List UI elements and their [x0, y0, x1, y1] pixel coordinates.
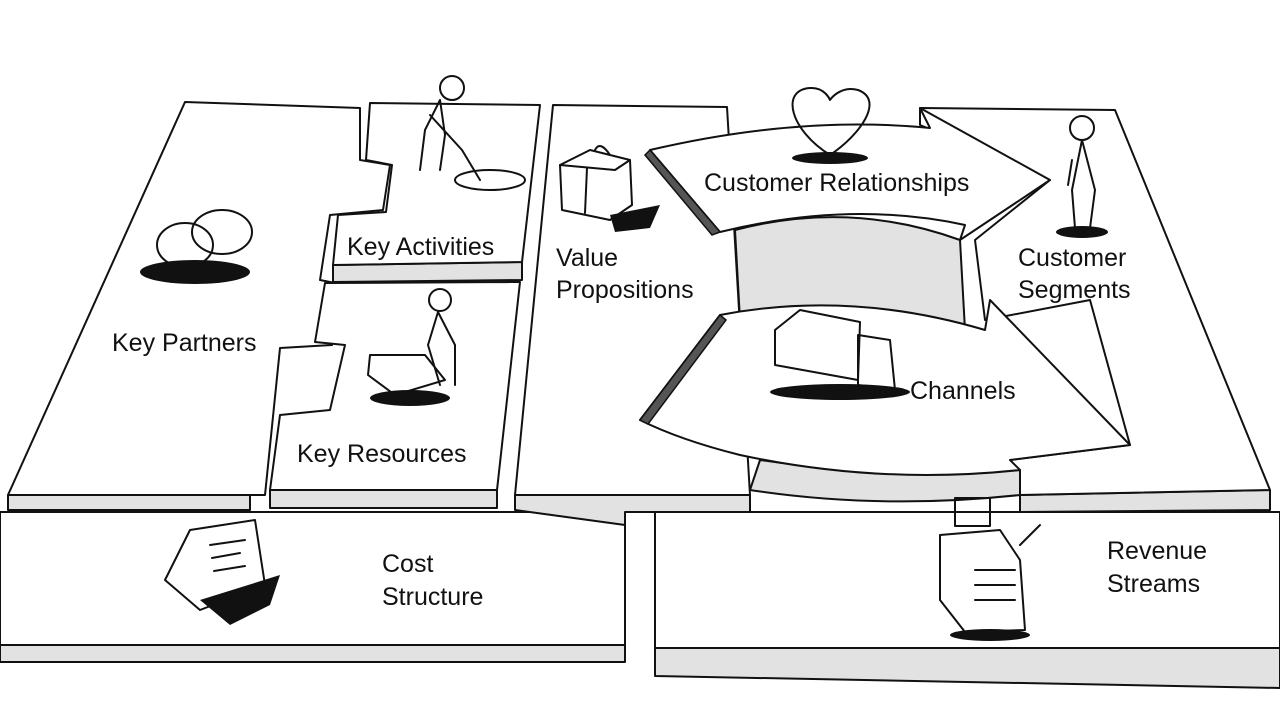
key-resources-block[interactable]	[269, 281, 521, 509]
value-propositions-label-line2: Propositions	[556, 276, 694, 304]
customer-segments-block[interactable]	[919, 107, 1271, 513]
key-partners-block[interactable]	[7, 101, 391, 511]
customer-relationships-label: Customer Relationships	[704, 169, 970, 197]
key-resources-label: Key Resources	[297, 440, 467, 468]
cash-register-icon	[939, 497, 1041, 641]
key-activities-block[interactable]	[332, 102, 541, 283]
customer-segments-label-line2: Segments	[1018, 276, 1131, 304]
person-with-machine-icon	[367, 288, 456, 406]
value-propositions-label-line1: Value	[556, 244, 619, 272]
customer-relationships-arrow[interactable]	[643, 107, 1051, 331]
truck-icon	[770, 309, 910, 400]
invoice-icon	[164, 519, 280, 625]
revenue-streams-label-line2: Streams	[1107, 570, 1201, 598]
revenue-streams-label-line1: Revenue	[1107, 537, 1208, 565]
key-activities-label: Key Activities	[347, 233, 495, 261]
gift-icon	[559, 145, 660, 232]
rings-icon	[140, 209, 253, 284]
channels-label: Channels	[910, 377, 1016, 405]
heart-icon	[791, 86, 871, 164]
revenue-streams-block[interactable]	[654, 511, 1280, 689]
digging-person-icon	[419, 75, 526, 191]
customer-segments-label-line1: Customer	[1018, 244, 1127, 272]
cost-structure-label-line1: Cost	[382, 550, 434, 578]
cost-structure-label-line2: Structure	[382, 583, 484, 611]
cost-structure-block[interactable]	[0, 511, 626, 663]
standing-person-icon	[1056, 115, 1108, 238]
key-partners-label: Key Partners	[112, 329, 257, 357]
